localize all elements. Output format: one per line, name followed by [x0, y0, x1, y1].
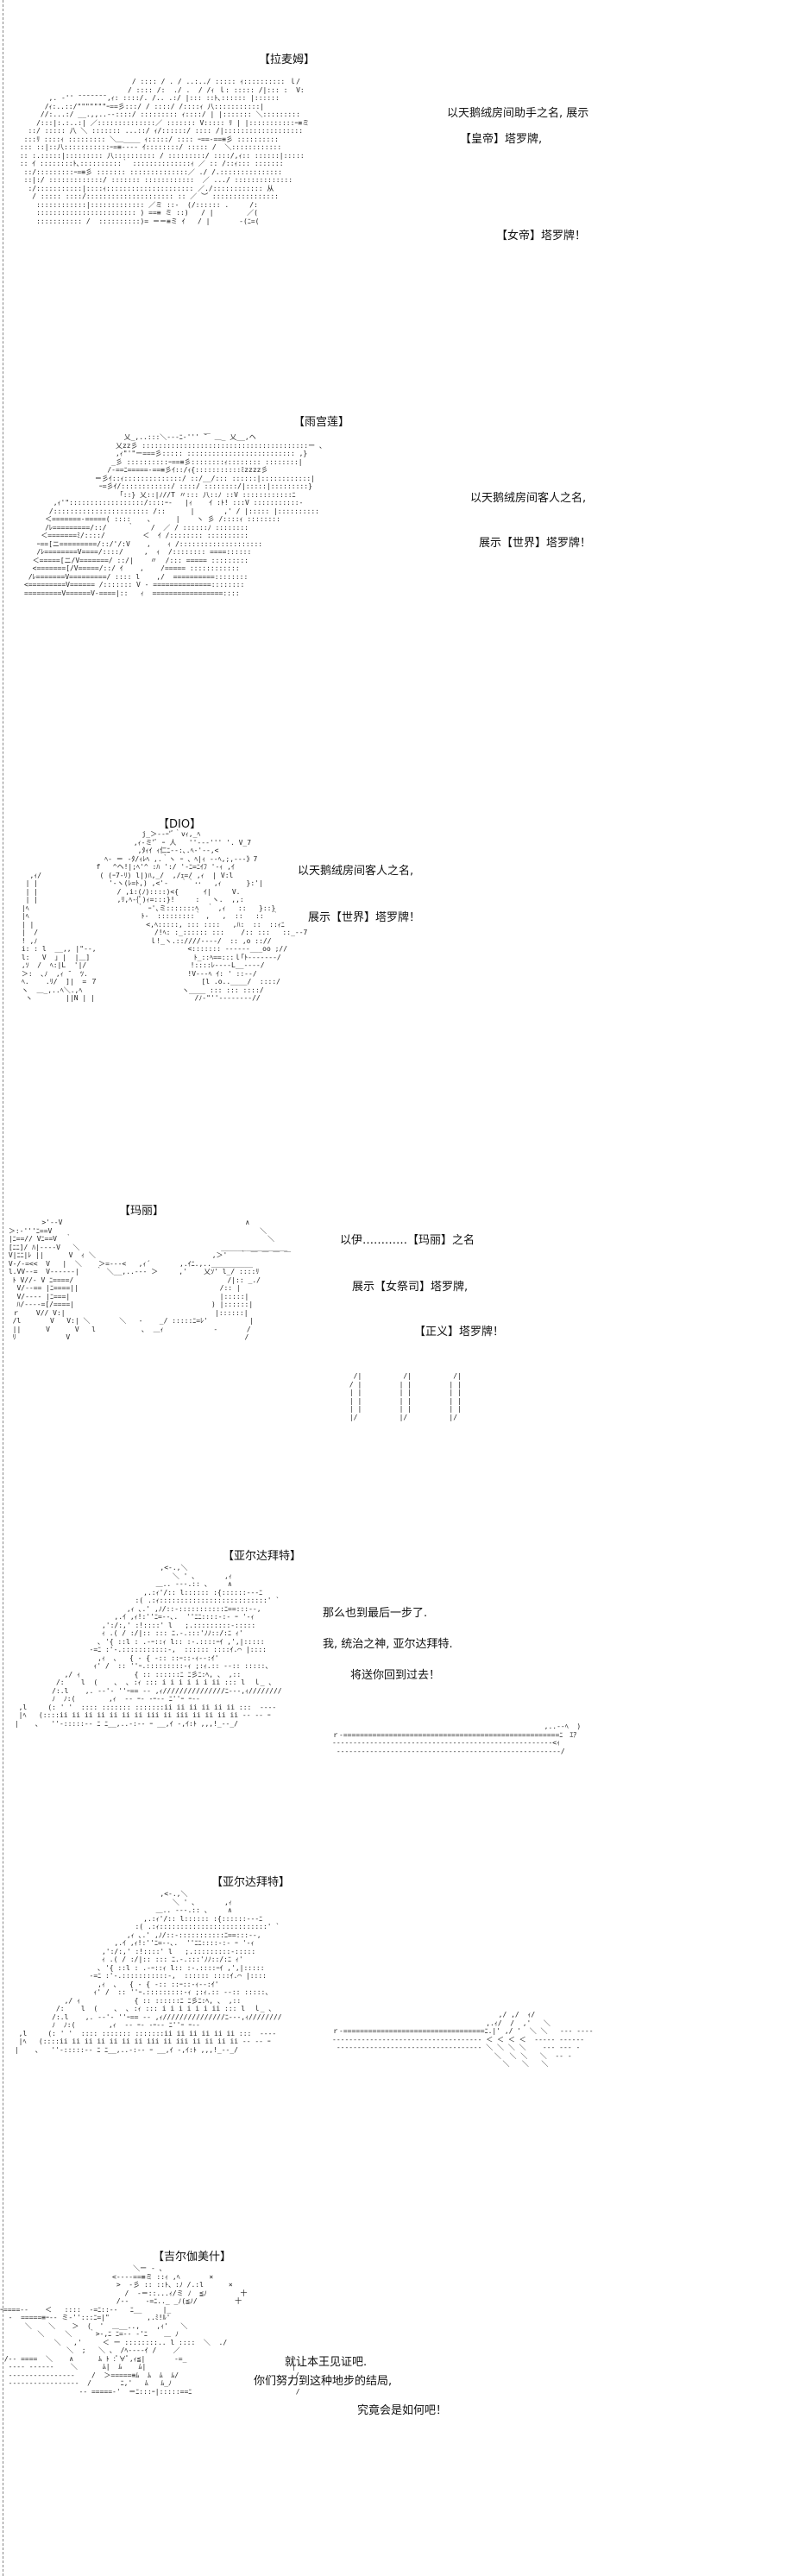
dialogue-line: 【皇帝】塔罗牌,	[460, 133, 543, 146]
dialogue-line: 以天鹅绒房间助手之名, 展示	[447, 107, 589, 120]
ascii-art-figure: ,<‐.,＼ ＼ ' ､ ,ｨ ＿.. ‐--.:: 、 ∧ ,.:ｨ'/:: …	[14, 1890, 282, 2054]
dialogue-line: 将送你回到过去！	[350, 1669, 441, 1682]
dialogue-line: 展示【女祭司】塔罗牌,	[352, 1281, 469, 1294]
panel-dio: 【DIO】 j_＞‐‐ｰ'ﾞ｀vｨ,_ﾍ ,ｨ‐ミ'ﾞ ｰ 人 ''‐-‐'''…	[0, 777, 799, 1139]
speaker-label: 【拉麦姆】	[259, 54, 316, 66]
panel-yaldabaoth-2: 【亚尔达拜特】 ,<‐.,＼ ＼ ' ､ ,ｨ ＿.. ‐--.:: 、 ∧ ,…	[0, 1873, 799, 2218]
panel-gilgamesh: 【吉尔伽美什】 ＼ー - ､ <‐‐‐‐==≡ミ ::ｨ ,ﾍ × > ‐彡 :…	[0, 2218, 799, 2576]
ascii-art-figure: 乂_,..:::＼--‐ﾆ‐''' ̄￣ ＿_ 乂__,ヘ 乂zz彡 :::::…	[24, 433, 326, 597]
dialogue-line: 以天鹅绒房间客人之名,	[470, 492, 587, 505]
ascii-art-pillars: /| /| /| / | | | | | | | | | | | | | | |…	[349, 1372, 462, 1421]
ascii-art-figure: ,<‐.,＼ ＼ ' ､ ,ｨ ＿.. ‐--.:: 、 ∧ ,.:ｨ'/:: …	[14, 1564, 282, 1728]
ascii-art-figure: / :::: / . / ..:../ ::::: ｨ:::::::::: ｌ/…	[19, 78, 310, 225]
dialogue-line: 展示【世界】塔罗牌！	[308, 911, 421, 924]
ascii-art-sword: ,..-‐ﾍ ) ｒ‐=============================…	[332, 1723, 582, 1755]
speaker-label: 【亚尔达拜特】	[211, 1876, 291, 1889]
ascii-art-figure: ＼ー - ､ <‐‐‐‐==≡ミ ::ｨ ,ﾍ × > ‐彡 :: ::ﾄ、:ﾉ…	[0, 2264, 300, 2396]
dialogue-line: 以伊…………【玛丽】之名	[340, 1234, 475, 1247]
dialogue-line: 以天鹅绒房间客人之名,	[298, 865, 414, 878]
dialogue-line: 那么也到最后一步了.	[323, 1607, 428, 1620]
dialogue-line: 我, 统治之神, 亚尔达拜特.	[323, 1638, 453, 1651]
panel-yaldabaoth-1: 【亚尔达拜特】 ,<‐.,＼ ＼ ' ､ ,ｨ ＿.. ‐--.:: 、 ∧ ,…	[0, 1502, 799, 1873]
dialogue-line: 就让本王见证吧.	[285, 2356, 368, 2369]
panel-lamech: 【拉麦姆】 / :::: / . / ..:../ ::::: ｨ:::::::…	[0, 0, 799, 371]
panel-mary: 【玛丽】 >'‐‐V ∧ ＞:‐'''ﾆ==V ＼ |ﾆ==// Vﾆ==V ｀…	[0, 1139, 799, 1502]
speaker-label: 【亚尔达拜特】	[223, 1550, 302, 1563]
ascii-art-figure: j_＞‐‐ｰ'ﾞ｀vｨ,_ﾍ ,ｨ‐ミ'ﾞ ｰ 人 ''‐-‐''' '. V_…	[21, 830, 308, 1002]
panel-ren-amamiya: 【雨宫莲】 乂_,..:::＼--‐ﾆ‐''' ̄￣ ＿_ 乂__,ヘ 乂zz彡…	[0, 371, 799, 777]
speaker-label: 【玛丽】	[119, 1205, 165, 1218]
speaker-label: 【雨宫莲】	[293, 416, 350, 429]
speaker-label: 【吉尔伽美什】	[153, 2251, 232, 2264]
dialogue-line: 究竟会是如何吧！	[357, 2404, 448, 2417]
dialogue-line: 你们努力到这种地步的结局,	[254, 2375, 393, 2388]
dialogue-line: 【女帝】塔罗牌！	[496, 230, 587, 242]
dialogue-line: 【正义】塔罗牌！	[414, 1326, 505, 1338]
ascii-art-figure: >'‐‐V ∧ ＞:‐'''ﾆ==V ＼ |ﾆ==// Vﾆ==V ｀ ＼ [ﾆ…	[8, 1219, 292, 1341]
dialogue-line: 展示【世界】塔罗牌！	[479, 537, 592, 550]
speaker-label: 【DIO】	[158, 818, 202, 831]
ascii-art-sword-slash: ,/ ,/ ｨ/ ,.ｨ/ / ,' ＼ ｒ‐=================…	[332, 2011, 594, 2068]
